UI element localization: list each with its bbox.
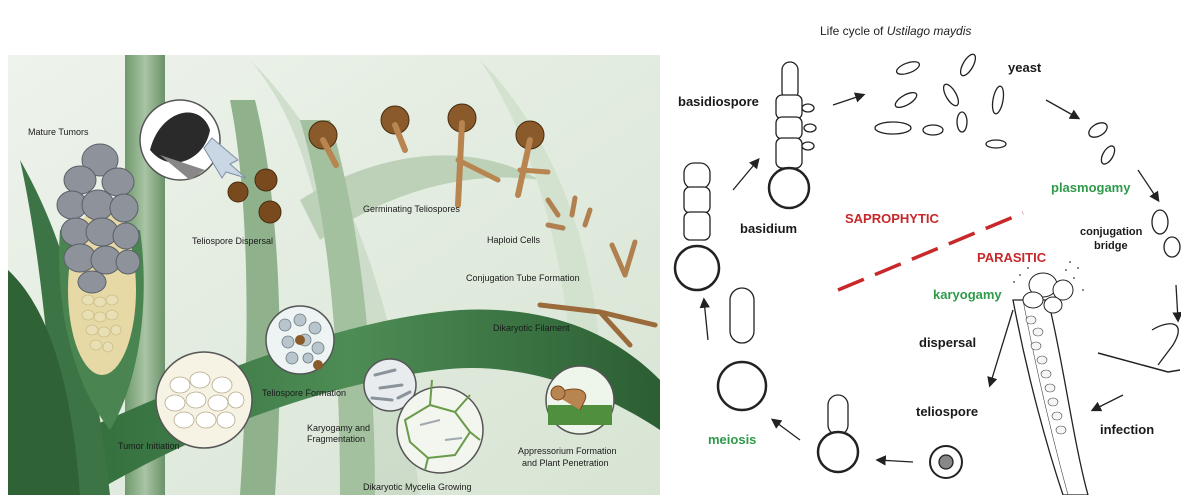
label-infection: infection bbox=[1100, 422, 1154, 437]
promycelium-left bbox=[675, 163, 858, 472]
label-conjugation-tube: Conjugation Tube Formation bbox=[466, 273, 580, 283]
label-fragmentation: Fragmentation bbox=[307, 434, 365, 444]
label-karyogamy: karyogamy bbox=[933, 287, 1002, 302]
title-prefix: Life cycle of bbox=[820, 24, 887, 38]
title-species: Ustilago maydis bbox=[887, 24, 972, 38]
label-dikaryotic-mycelia: Dikaryotic Mycelia Growing bbox=[363, 482, 472, 492]
label-meiosis: meiosis bbox=[708, 432, 756, 447]
label-teliospore: teliospore bbox=[916, 404, 978, 419]
label-dikaryotic-filament: Dikaryotic Filament bbox=[493, 323, 570, 333]
label-karyogamy: Karyogamy and bbox=[307, 423, 370, 433]
label-appressorium-1: Appressorium Formation bbox=[518, 446, 617, 456]
teliospore-nucleus bbox=[939, 455, 953, 469]
label-basidium: basidium bbox=[740, 221, 797, 236]
label-appressorium-2: and Plant Penetration bbox=[522, 458, 609, 468]
schematic-life-cycle-panel: Life cycle of Ustilago maydis basidiospo… bbox=[668, 0, 1181, 495]
infection-filament bbox=[1098, 353, 1180, 372]
label-mature-tumors: Mature Tumors bbox=[28, 127, 89, 137]
infected-corn-ear bbox=[1013, 261, 1088, 495]
label-dispersal: dispersal bbox=[919, 335, 976, 350]
label-teliospore-formation: Teliospore Formation bbox=[262, 388, 346, 398]
diagram-title: Life cycle of Ustilago maydis bbox=[820, 24, 971, 38]
label-teliospore-dispersal: Teliospore Dispersal bbox=[192, 236, 273, 246]
label-parasitic: PARASITIC bbox=[977, 250, 1046, 265]
label-basidiospore: basidiospore bbox=[678, 94, 759, 109]
corn-plant-illustration bbox=[0, 0, 668, 495]
label-saprophytic: SAPROPHYTIC bbox=[845, 211, 939, 226]
label-haploid-cells: Haploid Cells bbox=[487, 235, 540, 245]
label-plasmogamy: plasmogamy bbox=[1051, 180, 1130, 195]
label-conjugation: conjugation bbox=[1080, 226, 1142, 238]
label-germinating-teliospores: Germinating Teliospores bbox=[363, 204, 460, 214]
mycelia-inset bbox=[397, 387, 483, 473]
basidium-structure bbox=[769, 62, 816, 208]
illustrated-life-cycle-panel: Mature Tumors Teliospore Dispersal Germi… bbox=[0, 0, 668, 495]
label-bridge: bridge bbox=[1094, 240, 1128, 252]
label-yeast: yeast bbox=[1008, 60, 1041, 75]
label-tumor-initiation: Tumor Initiation bbox=[118, 441, 180, 451]
